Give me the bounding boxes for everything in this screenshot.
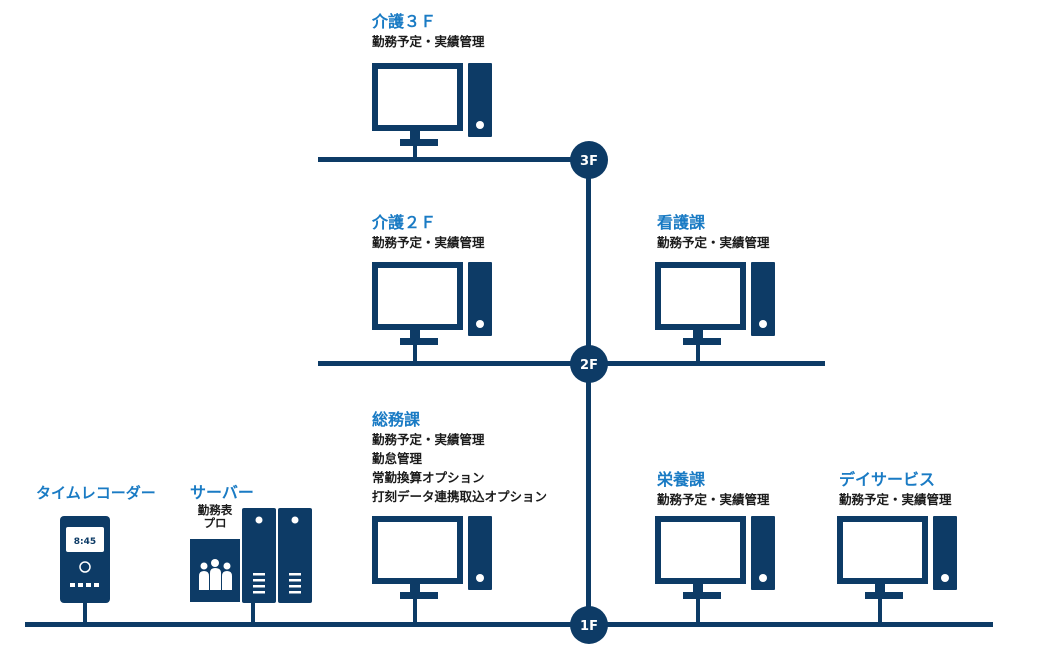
station-kaigo2f: 介護２Ｆ 勤務予定・実績管理: [372, 213, 485, 252]
station-day: デイサービス 勤務予定・実績管理: [839, 470, 952, 509]
pc-eiyou-icon: [658, 516, 775, 599]
station-line: 勤務予定・実績管理: [657, 235, 770, 250]
floor-label-2f: 2F: [580, 358, 598, 373]
floor-3f-line: [318, 157, 590, 162]
pc-kango-icon: [658, 262, 775, 345]
floor-node-icon: [570, 606, 608, 644]
product-name-line: プロ: [203, 516, 227, 530]
station-kango: 看護課 勤務予定・実績管理: [657, 213, 770, 252]
floor-node-2f: 2F: [570, 345, 608, 383]
floor-node-3f: 3F: [570, 141, 608, 179]
time-recorder-display: 8:45: [74, 537, 96, 547]
network-lines: [25, 140, 993, 627]
station-title: デイサービス: [839, 470, 936, 489]
station-title: 総務課: [372, 410, 421, 429]
floor-1f-line: [25, 622, 993, 627]
floor-node-icon: [570, 141, 608, 179]
station-line: 勤怠管理: [372, 451, 423, 466]
station-line: 打刻データ連携取込オプション: [372, 489, 548, 504]
station-title: 栄養課: [657, 470, 706, 489]
station-line: 勤務予定・実績管理: [372, 34, 485, 49]
station-line: 勤務予定・実績管理: [372, 432, 485, 447]
station-eiyou: 栄養課 勤務予定・実績管理: [657, 470, 770, 509]
server-title: サーバー: [190, 483, 254, 502]
product-name: 勤務表 プロ: [192, 504, 238, 530]
server-rack-icon: [242, 508, 276, 603]
floor-node-1f: 1F: [570, 606, 608, 644]
station-soumu: 総務課 勤務予定・実績管理 勤怠管理 常勤換算オプション 打刻データ連携取込オプ…: [372, 410, 547, 506]
time-recorder-icon: 8:45: [60, 516, 110, 603]
station-line: 常勤換算オプション: [372, 470, 485, 485]
floor-node-icon: [570, 345, 608, 383]
pc-kaigo3f-icon: [375, 63, 492, 146]
backbone-line: [586, 160, 591, 625]
station-title: 介護２Ｆ: [372, 213, 437, 232]
station-kaigo3f: 介護３Ｆ 勤務予定・実績管理: [372, 12, 485, 51]
people-icon: [199, 559, 232, 590]
server-rack-icon: [278, 508, 312, 603]
time-recorder-title: タイムレコーダー: [36, 484, 156, 502]
floor-label-3f: 3F: [580, 154, 598, 169]
product-name-line: 勤務表: [197, 503, 233, 517]
server-group: [190, 508, 312, 603]
station-title: 看護課: [657, 213, 706, 232]
pc-day-icon: [840, 516, 957, 599]
station-line: 勤務予定・実績管理: [839, 492, 952, 507]
station-line: 勤務予定・実績管理: [657, 492, 770, 507]
pc-soumu-icon: [375, 516, 492, 599]
station-title: 介護３Ｆ: [372, 12, 437, 31]
floor-label-1f: 1F: [580, 619, 598, 634]
station-line: 勤務予定・実績管理: [372, 235, 485, 250]
pc-kaigo2f-icon: [375, 262, 492, 345]
